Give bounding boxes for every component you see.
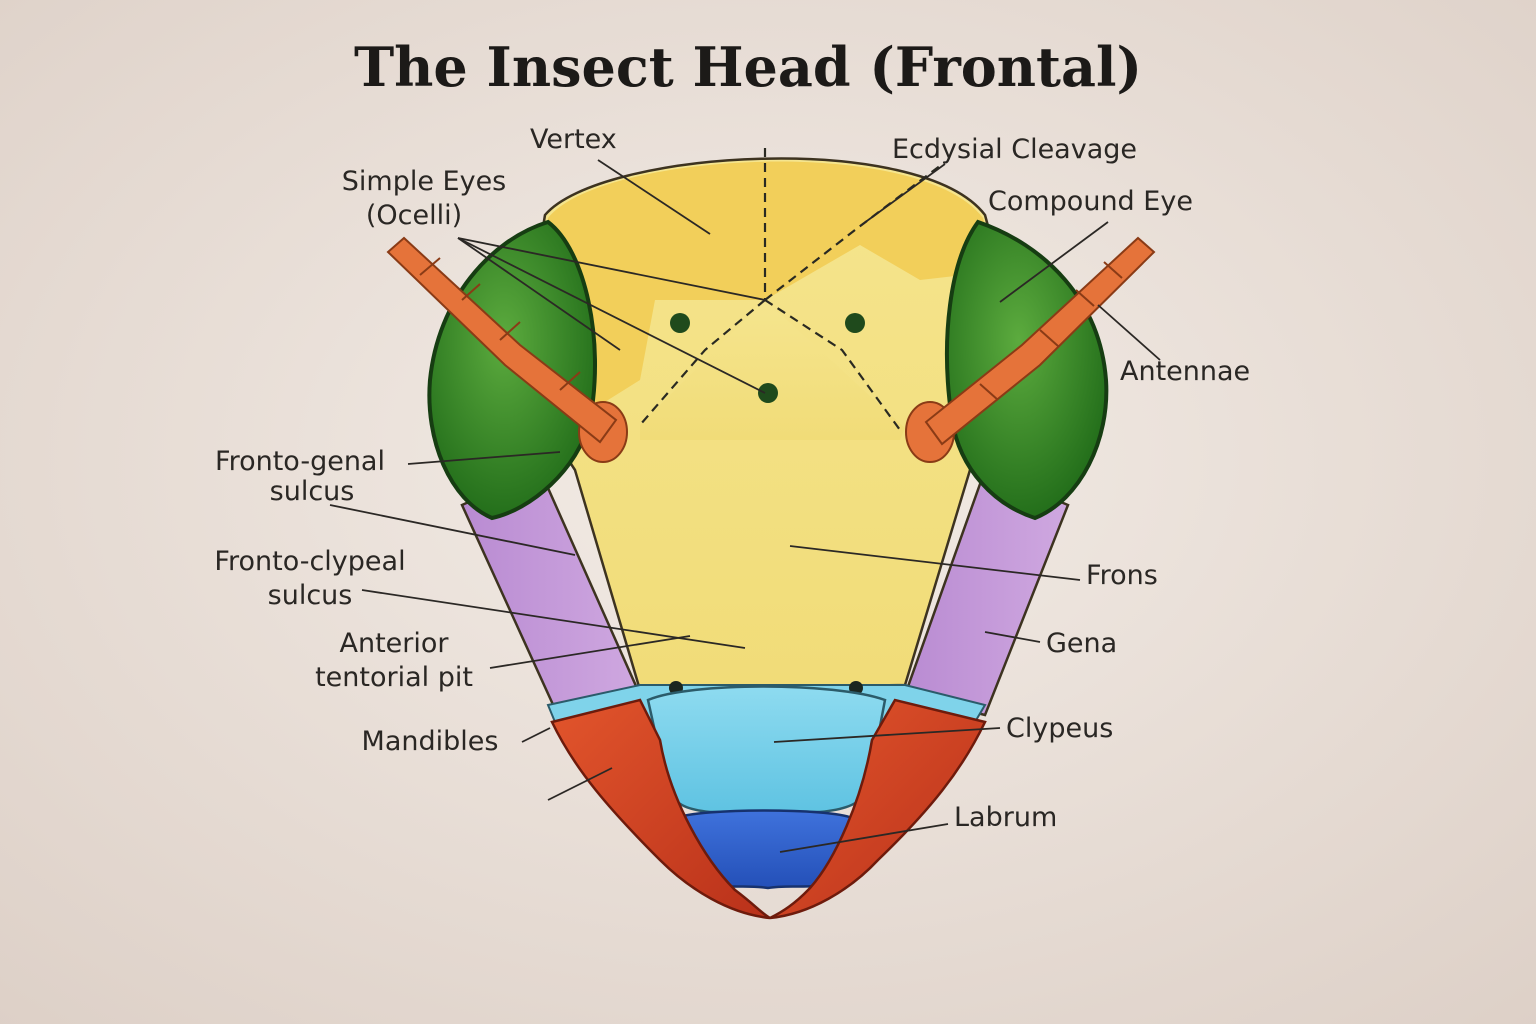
ocellus-left — [670, 313, 690, 333]
label-fronto-clypeal-line2: sulcus — [268, 580, 353, 611]
label-simple-eyes-line2: (Ocelli) — [366, 200, 462, 231]
label-labrum: Labrum — [954, 802, 1057, 833]
label-fronto-genal-line1: Fronto-genal — [215, 446, 385, 477]
leader-ocelli-3 — [457, 237, 766, 394]
leader-labrum — [779, 823, 949, 853]
label-clypeus: Clypeus — [1006, 713, 1113, 744]
leader-frons — [789, 545, 1081, 581]
leader-compound-eye — [999, 221, 1109, 303]
leader-fronto-clypeal — [361, 589, 746, 649]
clypeus — [646, 685, 887, 814]
label-antennae: Antennae — [1120, 356, 1250, 387]
label-mandibles: Mandibles — [362, 726, 499, 757]
ecdysial-cleavage-upper-right — [764, 161, 946, 301]
label-frons: Frons — [1086, 560, 1158, 591]
frons-region — [640, 300, 905, 440]
antenna-right — [905, 236, 1156, 463]
leader-anterior-pit — [489, 635, 691, 669]
mandible-right — [769, 698, 987, 920]
leader-lines — [329, 159, 1161, 853]
leader-vertex — [597, 159, 711, 235]
leader-ocelli-1 — [457, 237, 766, 301]
ecdysial-cleavage-left-arm — [639, 299, 766, 426]
leader-ocelli-2 — [457, 237, 621, 351]
label-anterior-pit-line1: Anterior — [339, 628, 449, 659]
ocellus-right — [845, 313, 865, 333]
label-anterior-pit-line2: tentorial pit — [315, 662, 473, 693]
leader-clypeus — [773, 727, 1001, 743]
label-fronto-clypeal-line1: Fronto-clypeal — [214, 546, 405, 577]
leader-ecdysial — [859, 163, 946, 227]
leader-gena — [984, 631, 1041, 643]
label-fronto-genal-line2: sulcus — [270, 476, 355, 507]
page-title: The Insect Head (Frontal) — [354, 35, 1142, 99]
ocellus-median — [758, 383, 778, 403]
leader-antennae — [1097, 304, 1161, 361]
label-gena: Gena — [1046, 628, 1117, 659]
labels: Vertex Ecdysial Cleavage Simple Eyes (Oc… — [214, 124, 1250, 833]
leader-fronto-genal — [407, 451, 561, 465]
leader-mandibles — [521, 727, 551, 743]
label-simple-eyes-line1: Simple Eyes — [342, 166, 507, 197]
ecdysial-cleavage-right-arm — [764, 299, 901, 431]
label-vertex: Vertex — [530, 124, 617, 155]
label-compound-eye: Compound Eye — [988, 186, 1193, 217]
label-ecdysial-cleavage: Ecdysial Cleavage — [892, 134, 1137, 165]
leader-mandibles-2 — [547, 767, 613, 801]
leader-fronto-genal-2 — [329, 504, 576, 556]
antenna-left — [386, 236, 628, 463]
